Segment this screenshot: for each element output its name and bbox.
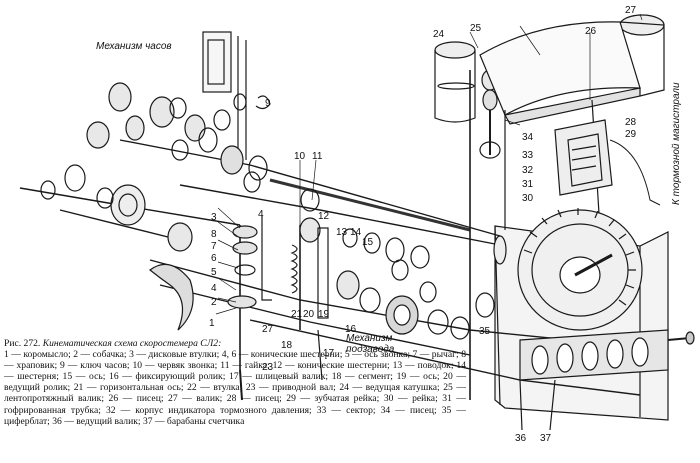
callout-14: 14 bbox=[350, 227, 362, 238]
callout-36: 36 bbox=[515, 433, 527, 444]
callout-9: 9 bbox=[265, 98, 271, 109]
callout-1: 1 bbox=[209, 318, 215, 329]
figure-caption: Рис. 272. Кинематическая схема скоростем… bbox=[4, 338, 466, 427]
figure-title: Кинематическая схема скоростемера СЛ2: bbox=[42, 338, 222, 349]
callout-31: 31 bbox=[522, 179, 534, 190]
callout-2: 2 bbox=[211, 297, 217, 308]
callout-12: 12 bbox=[318, 211, 330, 222]
callout-19: 19 bbox=[318, 309, 330, 320]
callout-34: 34 bbox=[522, 132, 534, 143]
callout-13: 13 bbox=[336, 227, 348, 238]
callout-35: 35 bbox=[479, 326, 491, 337]
callout-4b: 4 bbox=[258, 209, 264, 220]
callout-37: 37 bbox=[540, 433, 552, 444]
drive-shaft bbox=[239, 329, 556, 431]
callout-17: 17 bbox=[323, 348, 335, 359]
segment-plate bbox=[149, 263, 194, 331]
callout-8: 8 bbox=[211, 229, 217, 240]
callout-16: 16 bbox=[345, 324, 357, 335]
clock-mechanism-label: Механизм часов bbox=[96, 41, 172, 52]
center-column bbox=[227, 188, 329, 370]
callout-3: 3 bbox=[211, 212, 217, 223]
drive-mechanism-label: Механизм подзавода bbox=[346, 333, 395, 355]
callout-18: 18 bbox=[281, 340, 293, 351]
callout-10: 10 bbox=[294, 151, 306, 162]
callout-15: 15 bbox=[362, 237, 374, 248]
dial bbox=[517, 208, 643, 331]
callout-11: 11 bbox=[312, 151, 323, 162]
callout-7: 7 bbox=[211, 241, 217, 252]
callout-23: 23 bbox=[262, 362, 274, 373]
callout-4: 4 bbox=[211, 283, 217, 294]
callout-24: 24 bbox=[433, 29, 445, 40]
counter-drums bbox=[519, 329, 695, 381]
callout-5: 5 bbox=[211, 267, 217, 278]
callout-6: 6 bbox=[211, 253, 217, 264]
callout-25: 25 bbox=[470, 23, 482, 34]
callout-27b: 27 bbox=[262, 324, 274, 335]
brake-line-label: К тормозной магистрали bbox=[671, 82, 682, 205]
clock-gears bbox=[40, 31, 271, 252]
callout-26: 26 bbox=[585, 26, 597, 37]
figure-legend: 1 — коромысло; 2 — собачка; 3 — дисковые… bbox=[4, 349, 466, 427]
callout-21: 21 bbox=[291, 309, 303, 320]
callout-27: 27 bbox=[625, 5, 637, 16]
callout-32: 32 bbox=[522, 165, 534, 176]
callout-28: 28 bbox=[625, 117, 637, 128]
leader-lines bbox=[215, 13, 643, 315]
callout-20: 20 bbox=[303, 309, 315, 320]
callout-30: 30 bbox=[522, 193, 534, 204]
drive-gears bbox=[336, 228, 507, 340]
callout-33: 33 bbox=[522, 150, 534, 161]
brake-indicator bbox=[554, 119, 661, 206]
callout-29: 29 bbox=[625, 129, 637, 140]
figure-number: Рис. 272. bbox=[4, 338, 41, 349]
